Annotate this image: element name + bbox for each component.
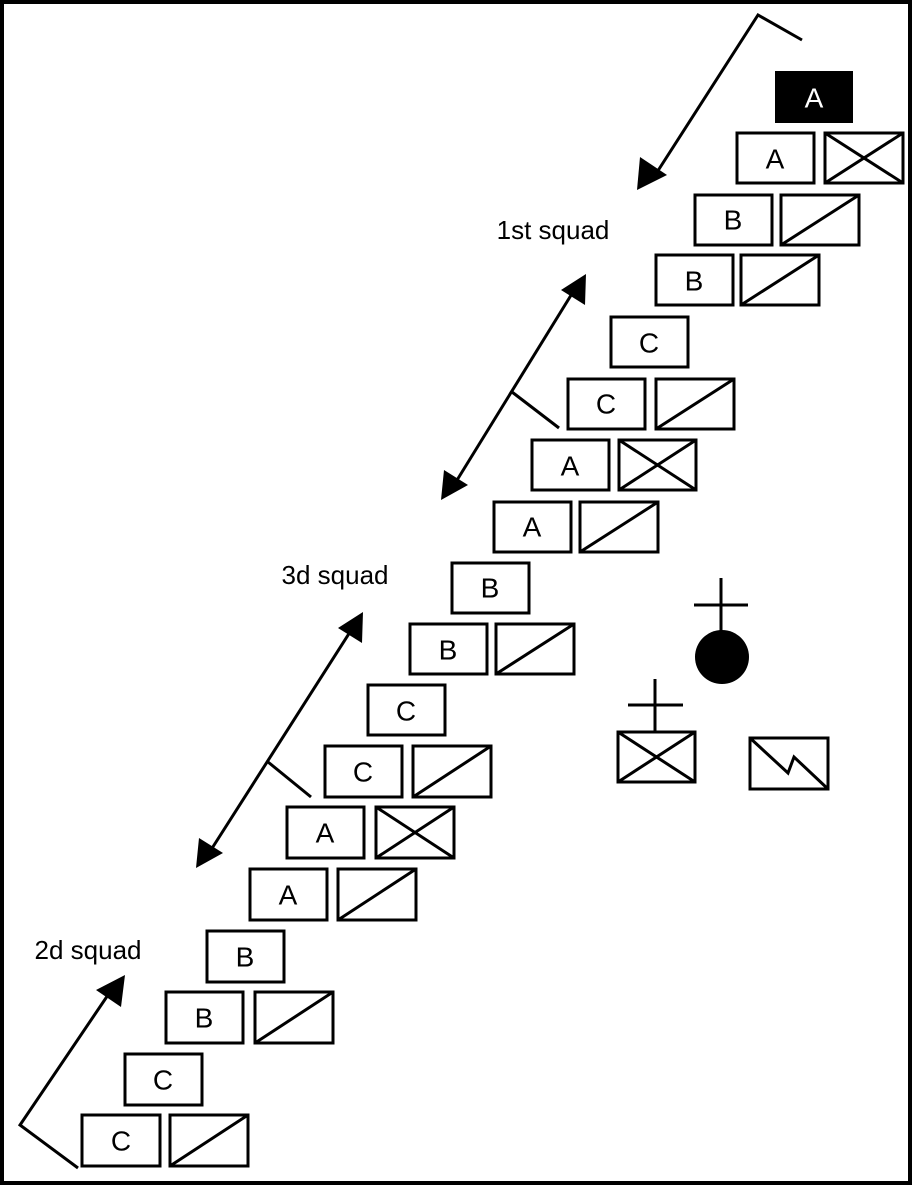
crossed-rect-with-cross-icon xyxy=(616,679,697,784)
squad-row: B xyxy=(693,193,861,247)
squad-row: B xyxy=(408,622,576,676)
row-label: B xyxy=(685,266,704,297)
row-label: A xyxy=(561,451,580,482)
radio-bolt-rect-icon xyxy=(748,736,830,791)
diagonal-rect-icon xyxy=(779,193,861,247)
squad-2: A A B B xyxy=(80,805,456,1168)
row-label: C xyxy=(153,1065,173,1096)
diagonal-rect-icon xyxy=(336,867,418,922)
squad-row: A xyxy=(530,438,698,492)
leader-element: A xyxy=(775,71,853,123)
bottom-bracket-arrow xyxy=(17,975,125,1170)
diagonal-rect-icon xyxy=(168,1113,250,1168)
squad-label-2d: 2d squad xyxy=(35,935,142,965)
diagonal-rect-icon xyxy=(494,622,576,676)
squad-row: C xyxy=(80,1113,250,1168)
squad-row: A xyxy=(248,867,418,922)
row-label: A xyxy=(316,818,335,849)
leader-label: A xyxy=(805,83,824,114)
top-bracket-arrow xyxy=(637,12,803,190)
crossed-rect-icon xyxy=(823,131,905,185)
squad-row: C xyxy=(566,377,736,431)
crossed-rect-icon xyxy=(617,438,698,492)
squad-row: B xyxy=(450,561,531,615)
diagonal-rect-icon xyxy=(578,500,660,554)
row-label: C xyxy=(596,389,616,420)
row-label: C xyxy=(111,1126,131,1157)
squad-3: A A B B xyxy=(323,438,698,799)
squad-row: C xyxy=(123,1052,204,1107)
diagonal-rect-icon xyxy=(739,253,821,307)
squad-row: C xyxy=(609,315,690,369)
squad-row: A xyxy=(735,131,905,185)
row-label: A xyxy=(279,880,298,911)
double-arrow-1st-3d xyxy=(441,274,586,500)
squad-row: A xyxy=(492,500,660,554)
row-label: C xyxy=(639,328,659,359)
squad-1: A B B C xyxy=(566,131,905,431)
squad-label-3d: 3d squad xyxy=(282,560,389,590)
row-label: A xyxy=(766,144,785,175)
squad-label-1st: 1st squad xyxy=(497,215,610,245)
squad-row: C xyxy=(366,683,447,737)
squad-row: A xyxy=(285,805,456,860)
diagonal-rect-icon xyxy=(654,377,736,431)
squad-row: B xyxy=(205,929,286,984)
squad-row: B xyxy=(654,253,821,307)
row-label: A xyxy=(523,512,542,543)
row-label: B xyxy=(236,942,255,973)
row-label: C xyxy=(396,696,416,727)
row-label: C xyxy=(353,757,373,788)
row-label: B xyxy=(481,573,500,604)
squad-row: B xyxy=(164,990,335,1045)
squad-row: C xyxy=(323,744,493,799)
diagonal-rect-icon xyxy=(253,990,335,1045)
diagonal-rect-icon xyxy=(411,744,493,799)
medic-cross-circle-icon xyxy=(694,578,749,684)
row-label: B xyxy=(724,205,743,236)
row-label: B xyxy=(439,635,458,666)
double-arrow-3d-2d xyxy=(196,612,363,868)
crossed-rect-icon xyxy=(374,805,456,860)
row-label: B xyxy=(195,1003,214,1034)
